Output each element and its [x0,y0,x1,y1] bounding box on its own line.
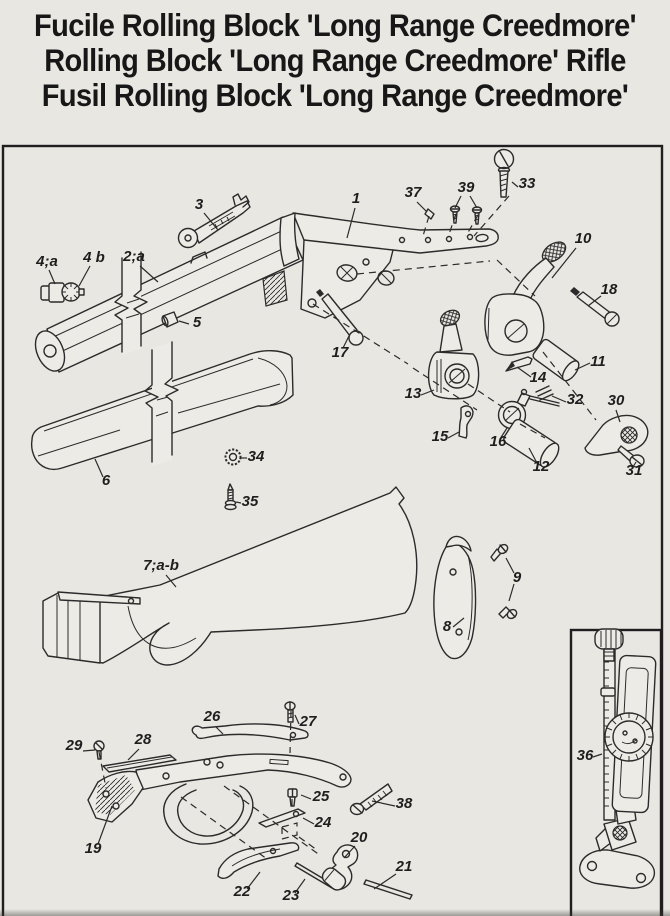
hammer-drawing [484,241,567,356]
part-label-6: 6 [102,472,111,489]
part-label-32: 32 [567,391,584,408]
screw-29-drawing [93,740,105,760]
screw-17-drawing [316,289,364,346]
part-label-23: 23 [282,887,300,904]
pin-37-drawing [424,208,435,220]
forearm-drawing [30,341,294,471]
part-number-labels: 1 2;a 3 4;a 4 b 5 6 7;a-b 8 9 10 11 12 1… [35,175,642,904]
receiver-drawing [262,212,499,319]
part-label-39: 39 [458,179,475,196]
extractor-drawing [458,405,474,439]
buttplate-screws-drawing [490,543,518,620]
breechblock-drawing [427,309,480,400]
part-label-24: 24 [314,814,332,831]
part-label-29: 29 [65,737,83,754]
part-label-34: 34 [248,448,265,465]
screw-35-drawing [224,483,237,511]
sear-spring-28-drawing [102,754,177,773]
pin-21-drawing [363,879,413,900]
title-line-english: Rolling Block 'Long Range Creedmore' Rif… [44,44,626,79]
part-label-26: 26 [203,708,221,725]
part-label-10: 10 [575,230,592,247]
part-label-11: 11 [590,353,606,370]
lever-20-drawing [321,844,359,891]
bracket-30-drawing [584,414,649,456]
pin-11-drawing [532,338,580,382]
spring-32-drawing [529,385,560,407]
part-label-21: 21 [395,858,413,875]
part-label-33: 33 [519,175,536,192]
part-label-28: 28 [134,731,152,748]
assembly-dashed-lines [98,195,597,860]
part-label-13: 13 [405,385,422,402]
part-label-8: 8 [443,618,452,635]
part-label-12: 12 [533,458,550,475]
sear-24-drawing [258,808,306,828]
part-label-35: 35 [242,493,259,510]
part-label-36: 36 [577,747,594,764]
rear-sight-drawing [177,193,251,249]
screw-27-drawing [284,701,296,723]
screw-38-drawing [349,783,393,816]
front-sight-drawing [40,282,85,303]
part-label-18: 18 [601,281,618,298]
nut-34-drawing [224,448,242,466]
screw-18-drawing [570,287,620,327]
buttplate-drawing [433,535,477,660]
firing-pin-drawing [505,356,533,372]
part-label-25: 25 [312,788,330,805]
part-label-19: 19 [85,840,102,857]
trigger-plate-drawing [87,753,352,845]
exploded-parts-diagram: 1 2;a 3 4;a 4 b 5 6 7;a-b 8 9 10 11 12 1… [1,144,664,916]
part-label-17: 17 [332,344,349,361]
part-label-30: 30 [608,392,625,409]
trigger-22-drawing [217,842,300,880]
buttstock-drawing [42,486,418,666]
scan-edge-shadow [0,909,670,916]
part-label-31: 31 [626,462,643,479]
part-label-1: 1 [352,190,360,207]
barrel-drawing [34,216,304,373]
part-label-22: 22 [233,883,251,900]
label-leader-lines [48,181,637,894]
part-label-27: 27 [299,713,317,730]
part-label-4a: 4;a [35,253,58,270]
part-label-14: 14 [530,369,547,386]
part-label-20: 20 [350,829,368,846]
tang-sight-drawing [579,628,657,889]
screw-31-drawing [617,445,645,468]
page-title: Fucile Rolling Block 'Long Range Creedmo… [0,0,670,132]
part-label-3: 3 [195,196,204,213]
title-line-italian: Fucile Rolling Block 'Long Range Creedmo… [34,9,637,44]
part-label-15: 15 [432,428,449,445]
part-label-38: 38 [396,795,413,812]
tang-screw-33-drawing [493,148,515,198]
part-label-2a: 2;a [122,248,145,265]
part-label-16: 16 [490,433,507,450]
parts-diagram-border [1,144,664,916]
pin-23-drawing [294,862,335,889]
part-label-37: 37 [405,184,422,201]
sight-inset [569,628,663,916]
pin-12-drawing [503,418,560,468]
part-label-7ab: 7;a-b [143,557,179,574]
part-label-4b: 4 b [82,249,105,266]
part-label-5: 5 [193,314,202,331]
title-line-french: Fusil Rolling Block 'Long Range Creedmor… [41,79,629,114]
part-label-9: 9 [513,569,522,586]
